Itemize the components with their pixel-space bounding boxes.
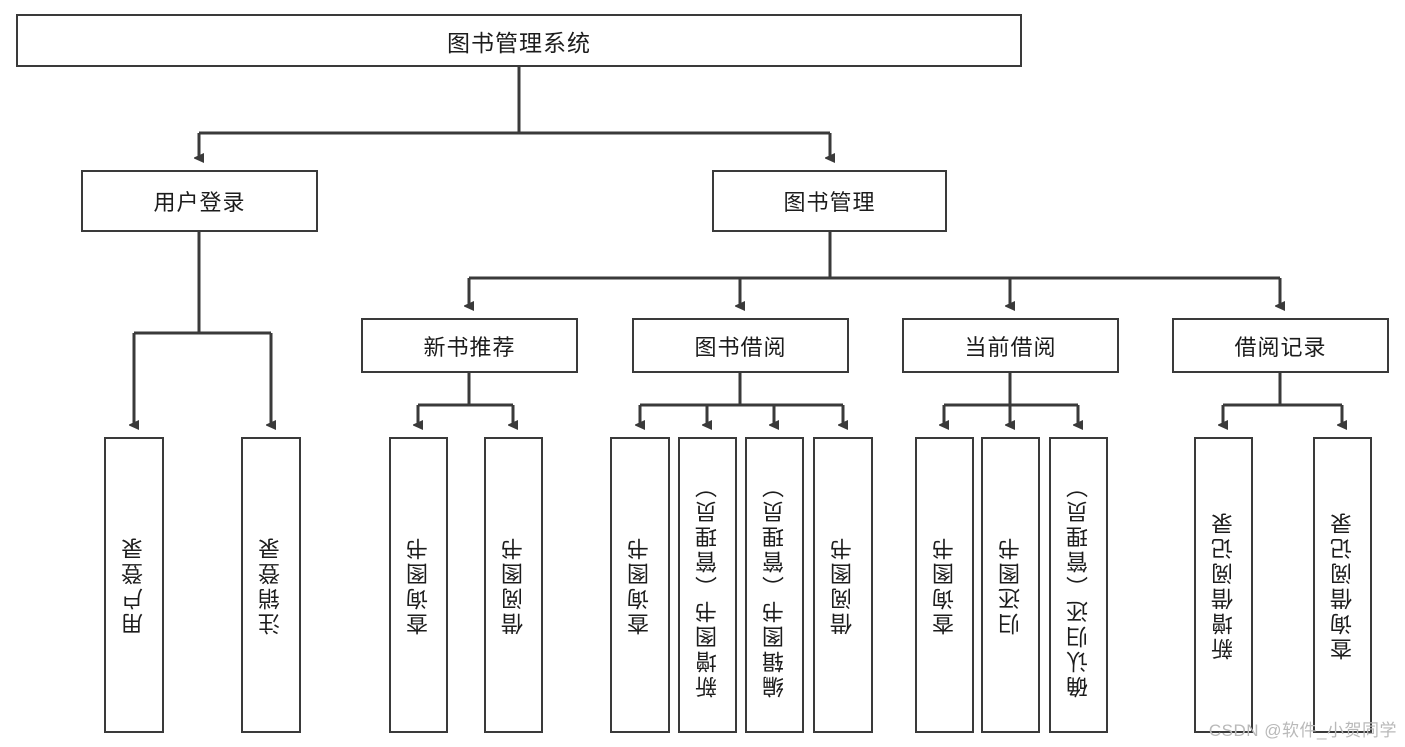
node-label: 注销登录 <box>258 535 284 635</box>
leaf-book-borrow-add-book-admin[interactable]: 新增图书（管理员） <box>678 437 737 733</box>
node-label: 用户登录 <box>121 535 147 635</box>
node-book-management-system[interactable]: 图书管理系统 <box>16 14 1022 67</box>
vertical-text-wrap: 注销登录 <box>243 443 299 727</box>
node-label: 查询借阅记录 <box>1329 510 1355 660</box>
vertical-text-wrap: 编辑图书（管理员） <box>747 443 802 727</box>
node-label: 编辑图书（管理员） <box>761 472 787 698</box>
leaf-borrow-record-add-record[interactable]: 新增借阅记录 <box>1194 437 1253 733</box>
node-current-borrow[interactable]: 当前借阅 <box>902 318 1119 373</box>
node-user-login[interactable]: 用户登录 <box>81 170 318 232</box>
node-label: 图书管理 <box>783 190 876 215</box>
node-label: 图书借阅 <box>694 334 787 360</box>
node-label: 用户登录 <box>153 190 246 215</box>
vertical-text-wrap: 归还图书 <box>983 443 1038 727</box>
leaf-new-book-query-book[interactable]: 查询图书 <box>389 437 448 733</box>
node-label: 当前借阅 <box>964 334 1057 360</box>
leaf-new-book-borrow-book[interactable]: 借阅图书 <box>484 437 543 733</box>
node-label: 新增图书（管理员） <box>694 472 720 698</box>
vertical-text-wrap: 用户登录 <box>106 443 162 727</box>
node-label: 确认归还（管理员） <box>1065 472 1091 698</box>
node-label: 归还图书 <box>997 535 1023 635</box>
vertical-text-wrap: 借阅图书 <box>815 443 871 727</box>
vertical-text-wrap: 查询借阅记录 <box>1315 443 1370 727</box>
node-label: 新增借阅记录 <box>1210 510 1236 660</box>
vertical-text-wrap: 新增图书（管理员） <box>680 443 735 727</box>
node-new-book-recommend[interactable]: 新书推荐 <box>361 318 578 373</box>
leaf-current-borrow-confirm-return-admin[interactable]: 确认归还（管理员） <box>1049 437 1108 733</box>
leaf-current-borrow-query-book[interactable]: 查询图书 <box>915 437 974 733</box>
node-label: 查询图书 <box>627 535 653 635</box>
vertical-text-wrap: 查询图书 <box>612 443 668 727</box>
leaf-book-borrow-borrow-book[interactable]: 借阅图书 <box>813 437 873 733</box>
leaf-user-login-logout[interactable]: 注销登录 <box>241 437 301 733</box>
node-label: 借阅记录 <box>1234 334 1327 360</box>
node-book-management[interactable]: 图书管理 <box>712 170 947 232</box>
leaf-borrow-record-query-record[interactable]: 查询借阅记录 <box>1313 437 1372 733</box>
node-book-borrow[interactable]: 图书借阅 <box>632 318 849 373</box>
vertical-text-wrap: 确认归还（管理员） <box>1051 443 1106 727</box>
node-label: 新书推荐 <box>423 334 516 360</box>
vertical-text-wrap: 新增借阅记录 <box>1196 443 1251 727</box>
node-label: 借阅图书 <box>830 535 856 635</box>
node-label: 借阅图书 <box>500 535 526 635</box>
node-label: 图书管理系统 <box>447 29 591 56</box>
leaf-book-borrow-edit-book-admin[interactable]: 编辑图书（管理员） <box>745 437 804 733</box>
leaf-user-login-login[interactable]: 用户登录 <box>104 437 164 733</box>
node-borrow-record[interactable]: 借阅记录 <box>1172 318 1389 373</box>
leaf-current-borrow-return-book[interactable]: 归还图书 <box>981 437 1040 733</box>
vertical-text-wrap: 借阅图书 <box>486 443 541 727</box>
node-label: 查询图书 <box>931 535 957 635</box>
node-label: 查询图书 <box>405 535 431 635</box>
leaf-book-borrow-query-book[interactable]: 查询图书 <box>610 437 670 733</box>
vertical-text-wrap: 查询图书 <box>391 443 446 727</box>
vertical-text-wrap: 查询图书 <box>917 443 972 727</box>
